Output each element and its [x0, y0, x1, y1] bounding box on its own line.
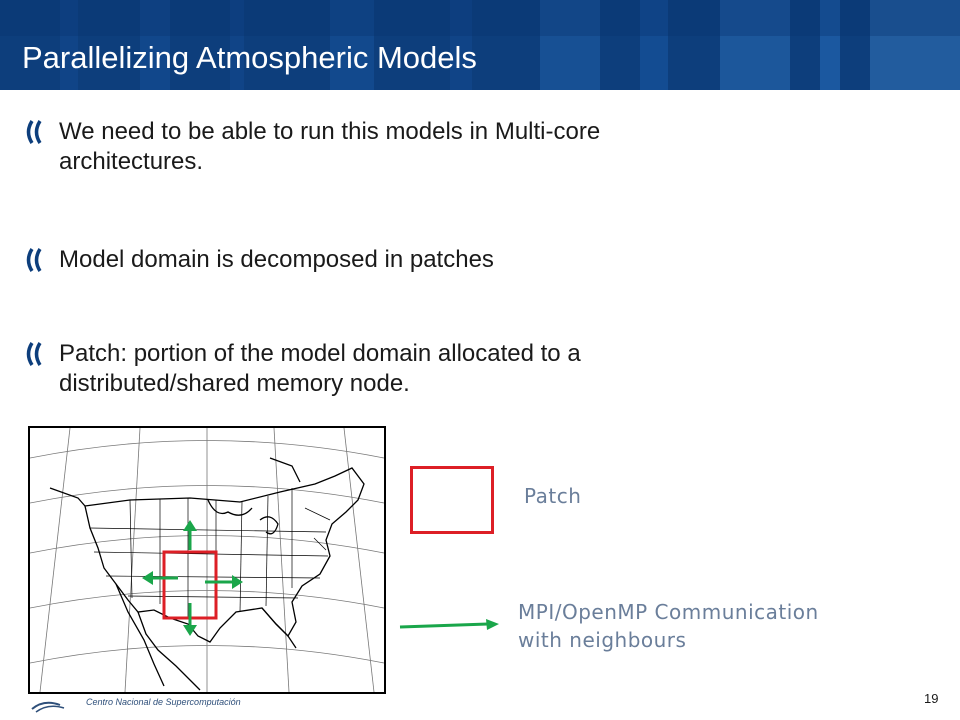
bullet-text: Model domain is decomposed in patches: [59, 245, 494, 275]
footer-institution: Centro Nacional de Supercomputación: [86, 697, 241, 707]
page-number: 19: [924, 691, 939, 706]
double-chevron-bullet-icon: [26, 248, 42, 272]
bullet-line: architectures.: [59, 148, 204, 175]
legend-patch-label: Patch: [524, 484, 582, 508]
legend-arrow-icon: [399, 619, 499, 630]
bullet-line: We need to be able to run this models in…: [59, 118, 601, 145]
map-grid: [30, 428, 384, 692]
legend-communication-line: MPI/OpenMP Communication: [518, 600, 819, 624]
legend-patch-swatch: [410, 466, 494, 534]
header-stripes: [0, 0, 960, 90]
us-map-drawing: [30, 428, 384, 692]
double-chevron-bullet-icon: [26, 120, 42, 144]
bullet-line: Patch: portion of the model domain alloc…: [59, 340, 581, 367]
bullet-line: Model domain is decomposed in patches: [59, 246, 494, 273]
bullet-line: distributed/shared memory node.: [59, 370, 410, 397]
slide-title: Parallelizing Atmospheric Models: [22, 40, 477, 75]
bullet-text: Patch: portion of the model domain alloc…: [59, 339, 581, 399]
legend-communication-line: with neighbours: [518, 628, 687, 652]
slide-header: Parallelizing Atmospheric Models: [0, 0, 960, 90]
legend-communication-label: MPI/OpenMP Communication with neighbours: [518, 598, 819, 654]
map-coastlines: [49, 457, 365, 691]
map-state-borders: [89, 488, 331, 618]
double-chevron-bullet-icon: [26, 342, 42, 366]
bsc-logo-icon: [31, 701, 65, 713]
communication-arrows: [142, 520, 243, 636]
bullet-text: We need to be able to run this models in…: [59, 117, 600, 177]
us-map-figure: [28, 426, 386, 694]
